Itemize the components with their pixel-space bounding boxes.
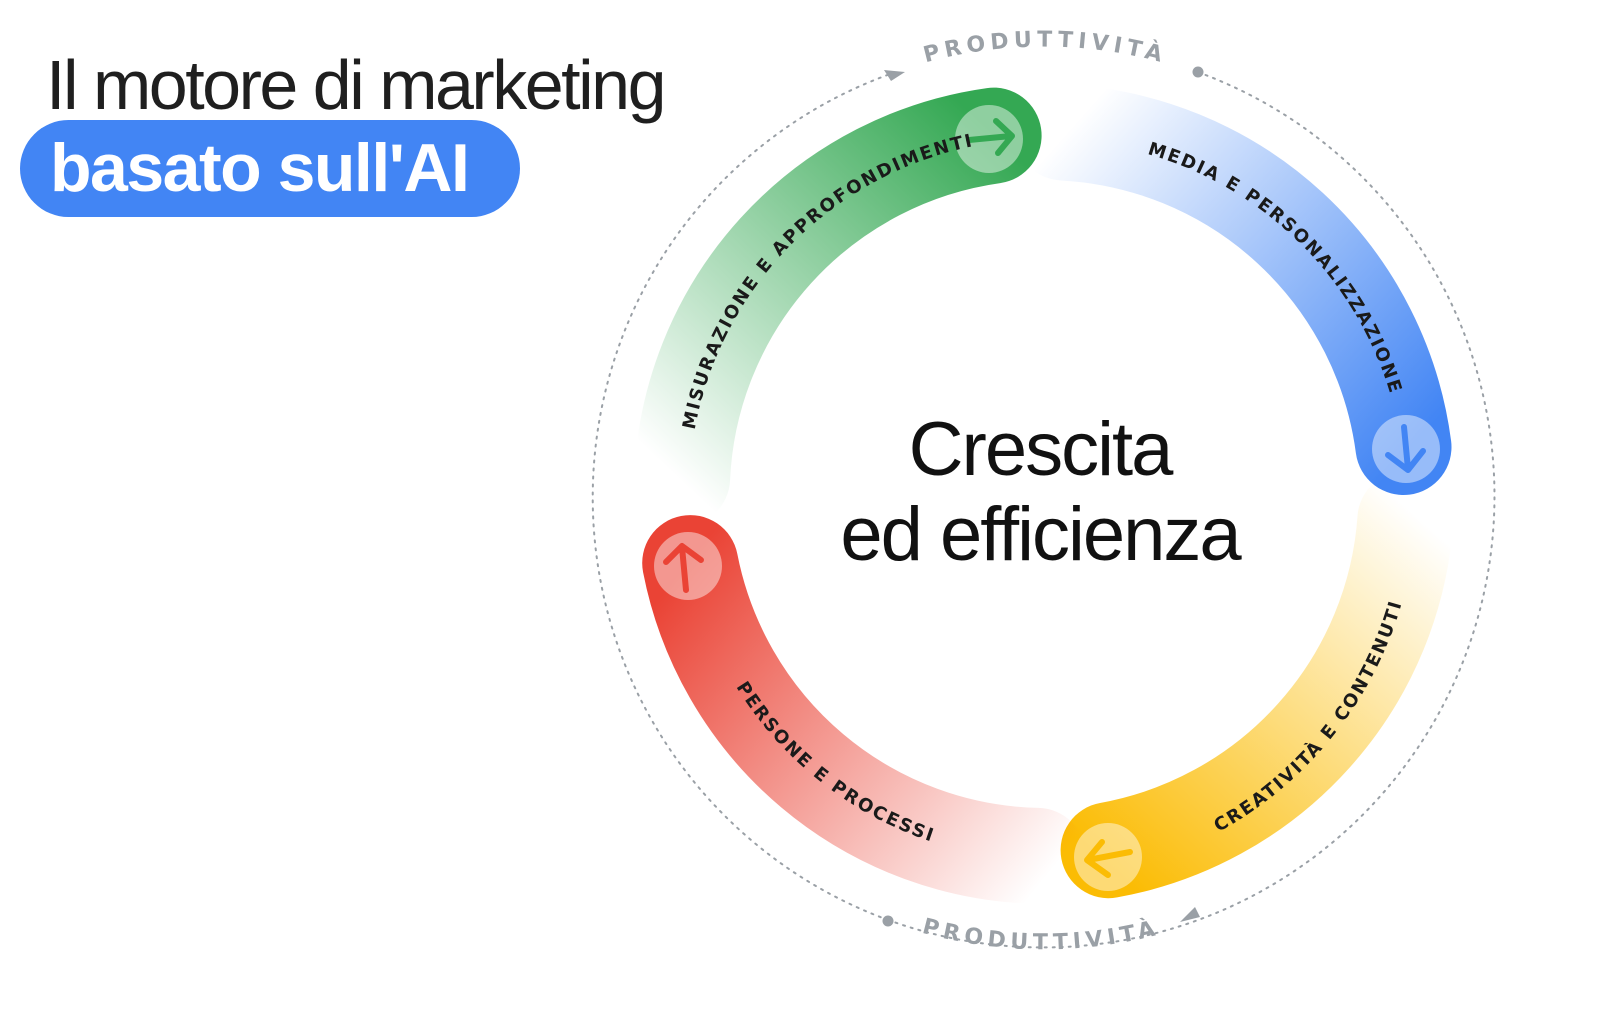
arrow-left-icon	[1084, 839, 1133, 878]
segment-people-band	[642, 515, 1086, 904]
ring-arrowhead-bottom	[1180, 907, 1200, 922]
segment-people: PERSONE E PROCESSI	[642, 515, 1086, 904]
center-title-line2: ed efficienza	[840, 492, 1242, 577]
arrow-right-icon	[966, 118, 1015, 156]
productivity-label-bottom: PRODUTTIVITÀ	[920, 914, 1162, 955]
productivity-label-top: PRODUTTIVITÀ	[921, 27, 1170, 68]
page-title-highlight: basato sull'AI	[50, 130, 470, 206]
segment-media-band	[1014, 84, 1452, 495]
arrow-down-icon	[1385, 424, 1426, 473]
segment-people-badge	[654, 532, 722, 600]
center-title-line1: Crescita	[909, 407, 1174, 492]
segment-creative-band	[1060, 471, 1454, 899]
segment-measurement-band	[634, 87, 1042, 527]
ring-arrowhead-top	[884, 70, 905, 81]
ring-dot-top	[1192, 66, 1204, 78]
page-title: Il motore di marketing	[46, 46, 667, 124]
arrow-up-icon	[663, 543, 704, 593]
ring-dot-bottom	[882, 915, 894, 927]
title-highlight-pill	[20, 120, 520, 217]
